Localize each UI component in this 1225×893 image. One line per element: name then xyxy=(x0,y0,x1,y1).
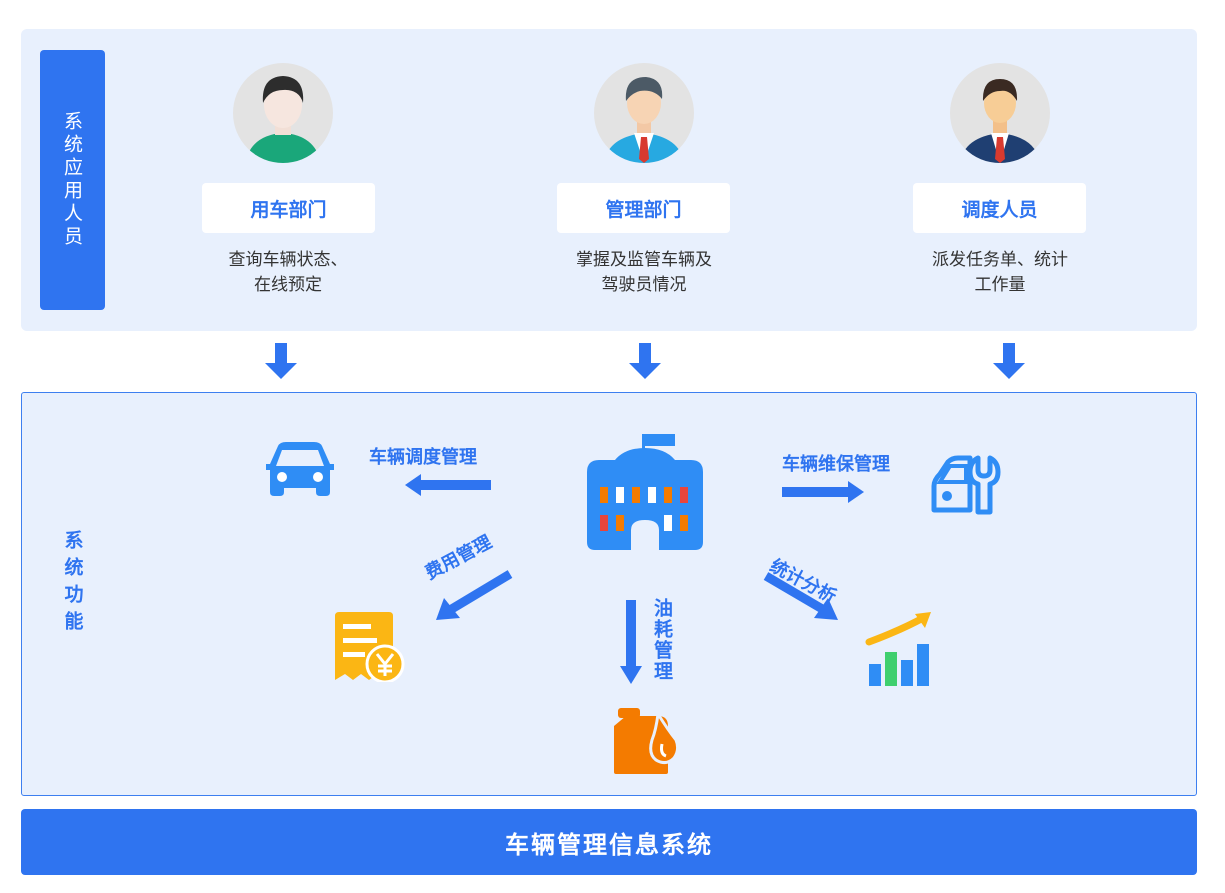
arrow-down-icon xyxy=(629,343,661,379)
system-name: 车辆管理信息系统 xyxy=(505,830,713,859)
role-name: 管理部门 xyxy=(605,198,682,221)
functions-section-title: 系统功能 xyxy=(58,530,88,644)
manager-avatar-icon xyxy=(594,63,694,163)
car-icon xyxy=(266,442,334,496)
function-label-fuel-text: 油耗管理 xyxy=(651,598,673,682)
arrow-down-right-icon xyxy=(763,572,838,620)
users-section-title: 系统应用人员 xyxy=(40,50,105,310)
role-desc-line: 掌握及监管车辆及 xyxy=(576,250,712,270)
role-desc-line: 驾驶员情况 xyxy=(601,275,687,295)
arrow-down-left-icon xyxy=(436,570,513,620)
role-desc-line: 派发任务单、统计 xyxy=(932,250,1068,270)
role-desc-management-dept: 掌握及监管车辆及 驾驶员情况 xyxy=(534,248,754,298)
oil-can-icon xyxy=(614,708,680,774)
role-desc-dispatcher: 派发任务单、统计 工作量 xyxy=(890,248,1110,298)
bar-chart-icon xyxy=(865,612,931,686)
functions-section-title-text: 系统功能 xyxy=(61,530,84,638)
function-label-dispatch: 车辆调度管理 xyxy=(369,447,477,468)
users-section-title-text: 系统应用人员 xyxy=(61,111,83,249)
function-label-fuel: 油耗管理 xyxy=(650,598,674,689)
car-wrench-icon xyxy=(931,455,1001,515)
arrow-right-icon xyxy=(782,481,864,503)
role-card-vehicle-dept: 用车部门 xyxy=(202,183,375,233)
arrow-down-icon xyxy=(265,343,297,379)
building-icon xyxy=(587,434,703,550)
receipt-yen-icon xyxy=(335,612,405,682)
role-card-management-dept: 管理部门 xyxy=(557,183,730,233)
role-card-dispatcher: 调度人员 xyxy=(913,183,1086,233)
user-dept-avatar-icon xyxy=(233,63,333,163)
role-name: 用车部门 xyxy=(250,198,327,221)
arrow-down-icon xyxy=(620,600,642,684)
arrow-left-icon xyxy=(405,474,491,496)
arrow-down-icon xyxy=(993,343,1025,379)
role-name: 调度人员 xyxy=(961,198,1038,221)
role-desc-vehicle-dept: 查询车辆状态、 在线预定 xyxy=(178,248,398,298)
role-desc-line: 工作量 xyxy=(974,275,1026,295)
function-label-maintenance: 车辆维保管理 xyxy=(782,454,890,475)
role-desc-line: 在线预定 xyxy=(254,275,322,295)
dispatcher-avatar-icon xyxy=(950,63,1050,163)
functions-panel xyxy=(21,392,1197,796)
role-desc-line: 查询车辆状态、 xyxy=(228,250,348,270)
system-name-bar: 车辆管理信息系统 xyxy=(21,809,1197,875)
